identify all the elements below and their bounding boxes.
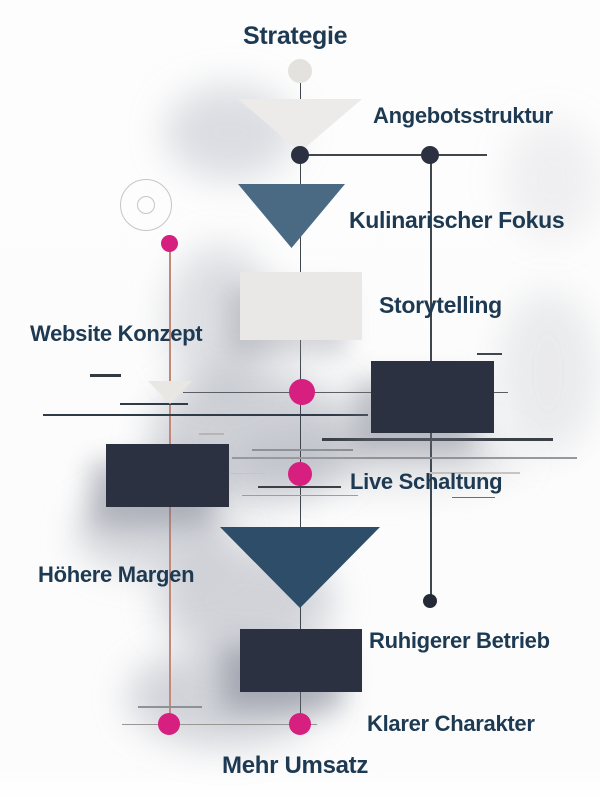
node-dot-pink [289,379,315,405]
connector-line-horizontal [322,438,553,441]
timeline-dot-pink [158,713,180,735]
connector-line-horizontal [477,353,502,355]
block-rect-light [240,272,362,340]
label-klarer-charakter: Klarer Charakter [367,711,535,736]
label-mehr-umsatz: Mehr Umsatz [222,752,369,779]
timeline-dot-pink [161,235,178,252]
connector-line-horizontal [199,433,224,435]
connector-line-horizontal [258,486,341,488]
connector-line-horizontal [183,391,371,393]
connector-line-horizontal [230,473,266,474]
label-live-schaltung: Live Schaltung [350,469,503,494]
label-hoehere-margen: Höhere Margen [38,562,195,587]
funnel-triangle-light [238,99,362,152]
block-rect-dark-right [371,361,494,433]
connector-line-horizontal [252,449,353,451]
milestone-circle-top [288,59,312,83]
connector-line-horizontal [43,414,368,416]
connector-line-horizontal [300,154,487,156]
connector-line-horizontal [90,374,121,377]
ring-circle-outline [120,179,172,231]
label-angebotsstruktur: Angebotsstruktur [373,103,553,128]
connector-line-horizontal [494,391,508,393]
node-dot-dark-small [423,594,437,608]
label-strategie: Strategie [243,22,348,50]
label-website-konzept: Website Konzept [30,321,203,346]
connector-line-horizontal [242,494,358,496]
block-rect-dark-left [106,444,229,507]
label-ruhigerer-betrieb: Ruhigerer Betrieb [369,628,550,653]
shadow-blob [498,290,598,455]
connector-line-horizontal [138,706,202,708]
funnel-triangle-steel-blue [238,184,345,248]
label-kulinarischer-fokus: Kulinarischer Fokus [349,207,565,233]
funnel-triangle-deep-blue [220,527,380,608]
node-dot-pink [289,713,311,735]
connector-line-horizontal [232,457,577,459]
ring-circle-inner [137,196,155,214]
connector-line-horizontal [120,403,188,405]
connector-line-horizontal [122,723,317,725]
block-rect-dark-bottom [240,629,362,692]
node-dot-dark [291,146,309,164]
connector-line-horizontal [430,472,520,474]
node-dot-pink [288,462,312,486]
node-dot-dark [421,146,439,164]
connector-line-horizontal [452,496,495,498]
label-storytelling: Storytelling [379,292,502,318]
